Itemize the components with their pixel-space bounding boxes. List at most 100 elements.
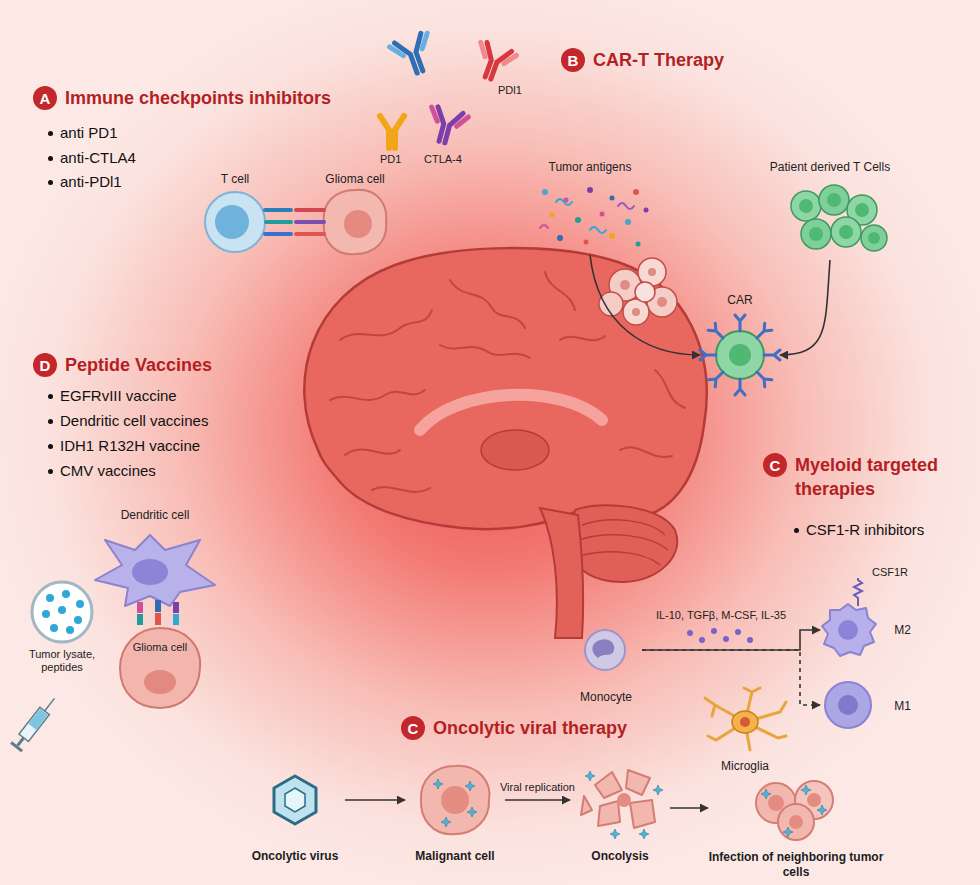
tumor-antigens <box>633 189 639 195</box>
ctla4-antibody <box>424 105 469 147</box>
tumor-mass <box>599 258 677 325</box>
cell-label: CAR <box>727 293 752 308</box>
lysed-cell <box>653 785 663 795</box>
pd1-receptor <box>395 116 404 148</box>
cytokines <box>699 637 705 643</box>
infected-cells <box>756 781 833 840</box>
car-t-cell <box>735 315 745 331</box>
patient-t-cells <box>801 219 831 249</box>
antibody <box>395 39 418 77</box>
bullet-item: IDH1 R132H vaccine <box>44 436 200 456</box>
section-letter: D <box>33 353 57 377</box>
malignant-cell <box>421 766 490 834</box>
syringe <box>10 741 23 752</box>
brain <box>560 336 605 340</box>
glioma-cell <box>344 210 372 238</box>
malignant-cell <box>433 779 443 789</box>
bullet-item: anti-PDl1 <box>44 172 122 192</box>
cell-label: Dendritic cell <box>121 508 190 523</box>
section-letter-text: C <box>408 721 419 736</box>
tumor-antigens <box>618 203 634 209</box>
cell-node: Malignant cell <box>405 762 505 864</box>
immune-synapse <box>265 208 291 212</box>
brain <box>568 505 677 582</box>
dendritic-cell <box>95 535 215 606</box>
tumor-antigens <box>540 199 634 233</box>
tumor-mass <box>648 268 656 276</box>
brain <box>304 248 706 638</box>
cell-node: Dendritic cell <box>90 508 220 613</box>
cell-label: M2 <box>894 623 911 638</box>
connector <box>670 807 708 809</box>
brain <box>340 310 432 340</box>
lysed-cell <box>639 829 649 839</box>
mhc-tcr-contacts <box>155 600 161 612</box>
glioma-cell <box>120 628 200 708</box>
brain <box>450 280 525 328</box>
cell-label: Tumor antigens <box>549 160 632 175</box>
infected-cells <box>801 785 811 795</box>
immune-synapse <box>296 208 324 212</box>
patient-t-cells <box>809 227 823 241</box>
mhc-tcr-contacts <box>137 600 179 625</box>
malignant-cell <box>465 781 475 791</box>
car-t-cell <box>764 350 780 360</box>
cell-node: Glioma cell <box>308 172 402 258</box>
bullet-item: Dendritic cell vaccines <box>44 411 208 431</box>
cell-node: T cell <box>195 172 275 256</box>
brain <box>440 345 530 358</box>
glioma-cell <box>324 190 386 254</box>
patient-t-cells <box>819 185 849 215</box>
microglia <box>732 711 758 733</box>
cytokines <box>711 628 717 634</box>
connector <box>780 260 830 355</box>
infected-cells <box>817 805 827 815</box>
molecule-label: CTLA-4 <box>424 153 462 166</box>
magnified-peptides <box>42 610 50 618</box>
syringe <box>19 707 49 741</box>
m2-macrophage <box>838 620 858 640</box>
ctla4-antibody <box>445 111 463 145</box>
section-letter: A <box>33 86 57 110</box>
bullet-item: CMV vaccines <box>44 461 156 481</box>
m1-macrophage <box>825 682 871 728</box>
cell-node: Oncolytic virus <box>245 772 345 864</box>
cell-node: M1 <box>820 678 915 734</box>
tumor-antigens <box>540 187 649 247</box>
tumor-antigens <box>625 219 631 225</box>
tumor-antigens <box>590 227 606 233</box>
patient-t-cells <box>855 203 869 217</box>
car-t-cell <box>729 344 751 366</box>
immune-synapse <box>265 210 324 234</box>
lysed-cell <box>626 770 650 795</box>
tumor-mass <box>657 297 667 307</box>
dendritic-cell <box>132 559 168 585</box>
oncolytic-virus <box>274 776 316 824</box>
tumor-mass <box>632 308 640 316</box>
malignant-cell <box>467 807 477 817</box>
monocyte <box>585 630 625 670</box>
patient-t-cells <box>791 191 821 221</box>
immune-synapse <box>296 220 324 224</box>
magnified-peptides <box>32 582 92 642</box>
cytokines <box>687 630 693 636</box>
mhc-tcr-contacts <box>173 614 179 625</box>
car-t-cell <box>700 315 780 395</box>
brain <box>545 272 575 310</box>
pdl1-antibody <box>470 40 517 84</box>
lysed-cell <box>595 772 622 798</box>
magnified-peptides <box>42 590 84 634</box>
antibody <box>411 33 434 71</box>
infected-cells <box>789 815 803 829</box>
tumor-antigens <box>609 233 615 239</box>
connector <box>590 255 700 355</box>
brain <box>540 508 583 638</box>
cell-node: Tumor antigens <box>525 160 655 255</box>
lysed-cell <box>581 770 655 828</box>
syringe <box>18 738 24 746</box>
bullet-item: EGFRvIII vaccine <box>44 386 177 406</box>
cell-label: Glioma cell <box>133 641 187 654</box>
infected-cells <box>761 789 771 799</box>
dendritic-cell <box>95 535 215 606</box>
